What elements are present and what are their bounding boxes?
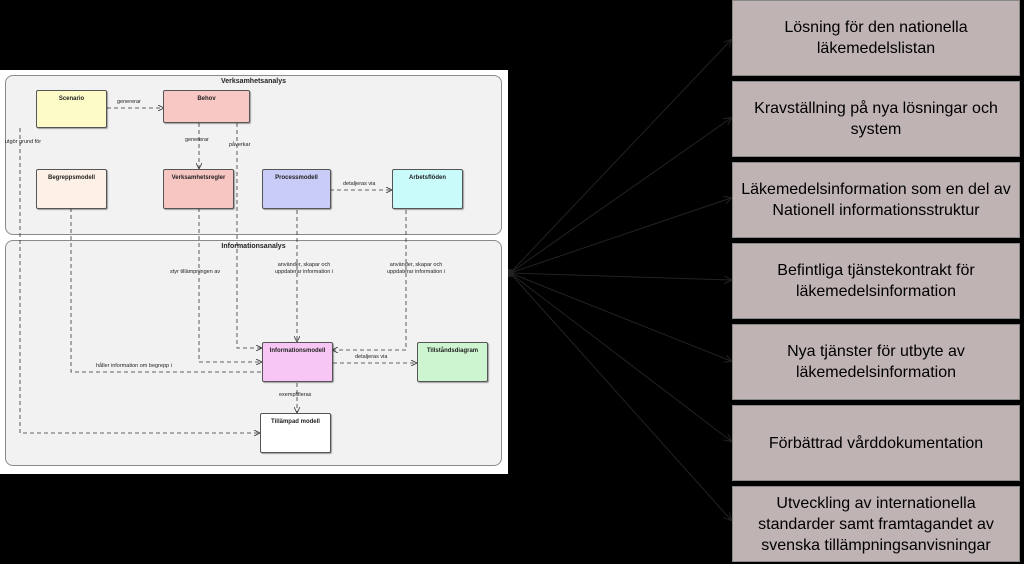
label-exemplifieras: exemplifieras bbox=[279, 392, 312, 398]
node-begreppsmodell[interactable]: Begreppsmodell bbox=[36, 169, 107, 209]
outcome-box-2: Kravställning på nya lösningar och syste… bbox=[732, 81, 1020, 157]
outcome-box-4: Befintliga tjänstekontrakt för läkemedel… bbox=[732, 243, 1020, 319]
edge-informationsmodell-begreppsmodell bbox=[71, 181, 261, 373]
outcome-box-6: Förbättrad vårddokumentation bbox=[732, 405, 1020, 481]
fan-arrow-6 bbox=[509, 272, 731, 441]
node-arbetsfloden[interactable]: Arbetsflöden bbox=[392, 169, 463, 209]
fan-arrow-4 bbox=[509, 272, 731, 280]
edge-scenario-tillampad bbox=[19, 128, 259, 433]
fan-arrow-2 bbox=[509, 118, 731, 274]
node-tillampad-modell[interactable]: Tillämpad modell bbox=[260, 413, 331, 453]
node-scenario[interactable]: Scenario bbox=[36, 90, 107, 128]
fan-arrow-3 bbox=[509, 198, 731, 274]
label-utgor-grund: utgör grund för bbox=[5, 139, 42, 145]
edge-regler-informationsmodell bbox=[198, 208, 261, 362]
label-genererar-1: genererar bbox=[117, 99, 141, 105]
label-haller: håller information om begrepp i bbox=[96, 363, 172, 369]
label-genererar-2: genererar bbox=[185, 137, 209, 143]
model-diagram: Verksamhetsanalys Informationsanalys bbox=[0, 70, 508, 474]
fan-arrow-7 bbox=[509, 272, 731, 520]
label-detaljeras-2: detaljeras via bbox=[355, 354, 388, 360]
fan-arrow-5 bbox=[509, 272, 731, 361]
outcome-box-5: Nya tjänster för utbyte av läkemedelsinf… bbox=[732, 324, 1020, 400]
outcome-box-1: Lösning för den nationella läkemedelslis… bbox=[732, 0, 1020, 76]
node-behov[interactable]: Behov bbox=[163, 90, 250, 123]
fan-arrow-1 bbox=[509, 40, 731, 274]
node-verksamhetsregler[interactable]: Verksamhetsregler bbox=[163, 169, 234, 209]
label-styr: styr tillämpningen av bbox=[170, 269, 221, 275]
package-title-verksamhetsanalys: Verksamhetsanalys bbox=[221, 78, 286, 85]
node-tillstandsdiagram[interactable]: Tillståndsdiagram bbox=[417, 342, 488, 382]
label-anvander-1: använder, skapar och uppdaterar informat… bbox=[274, 262, 334, 275]
node-informationsmodell[interactable]: Informationsmodell bbox=[262, 342, 333, 382]
node-processmodell[interactable]: Processmodell bbox=[262, 169, 331, 209]
label-paverkar: påverkar bbox=[229, 142, 251, 148]
edge-behov-informationsmodell bbox=[236, 123, 261, 348]
diagram-connectors bbox=[19, 70, 508, 474]
label-detaljeras-1: detaljeras via bbox=[343, 181, 376, 187]
package-title-informationsanalys: Informationsanalys bbox=[221, 243, 286, 250]
edge-arbetsfloden-informationsmodell bbox=[333, 210, 407, 350]
outcome-box-7: Utveckling av internationella standarder… bbox=[732, 486, 1020, 562]
outcome-box-3: Läkemedelsinformation som en del av Nati… bbox=[732, 162, 1020, 238]
label-anvander-2: använder, skapar och uppdaterar informat… bbox=[386, 262, 446, 275]
